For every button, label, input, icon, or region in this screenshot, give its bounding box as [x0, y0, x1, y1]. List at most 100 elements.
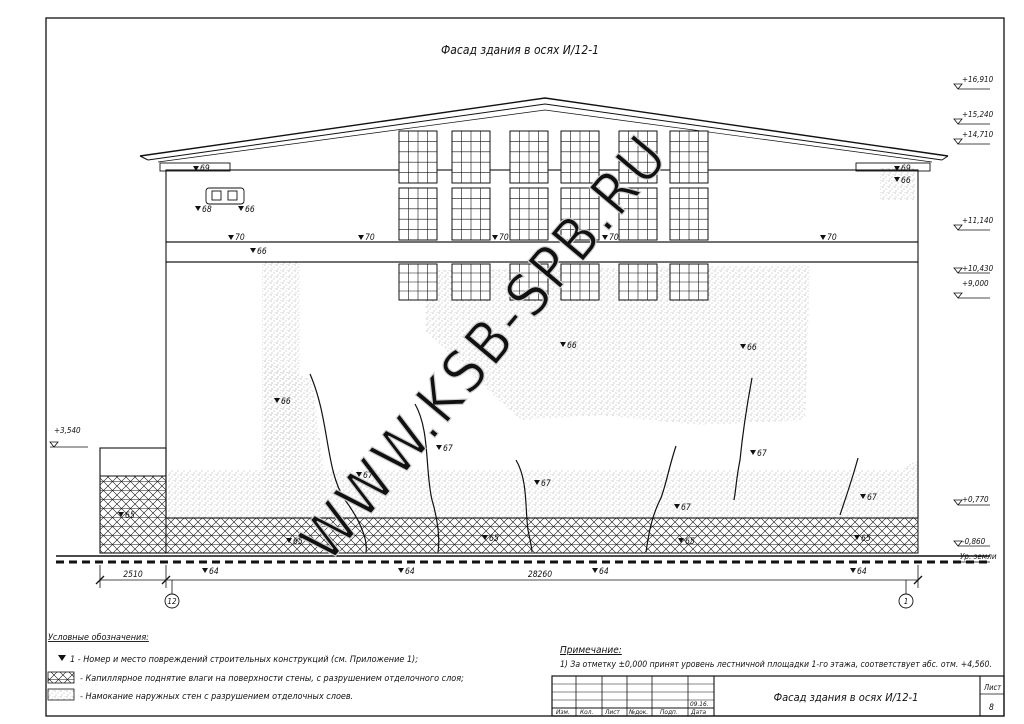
- marker-64-4: 64: [850, 567, 867, 577]
- svg-text:70: 70: [235, 233, 245, 243]
- elev-11140: +11,140: [962, 216, 994, 225]
- svg-text:65: 65: [861, 534, 871, 544]
- legend-dots-swatch: [47, 688, 75, 701]
- marker-67-1: 67: [356, 471, 373, 481]
- legend-marker-icon: [58, 655, 66, 661]
- axis-bubble-1: 1: [898, 593, 914, 609]
- svg-text:67: 67: [443, 444, 453, 454]
- tb-sheet-no: 8: [989, 703, 994, 713]
- axis-bubble-12: 12: [164, 593, 180, 609]
- svg-text:66: 66: [281, 397, 291, 407]
- elev-9000: +9,000: [962, 279, 989, 288]
- elev-15240: +15,240: [962, 110, 994, 119]
- marker-66-d: 66: [740, 343, 757, 353]
- svg-text:66: 66: [245, 205, 255, 215]
- damp-areas: [168, 168, 918, 520]
- marker-67-4: 67: [674, 503, 691, 513]
- tb-izm: Изм.: [556, 708, 570, 716]
- marker-70-2: 70: [358, 233, 375, 243]
- dim-2510: 2510: [123, 570, 143, 580]
- legend-item-3: - Намокание наружных стен с разрушением …: [80, 692, 353, 702]
- svg-text:70: 70: [827, 233, 837, 243]
- marker-66-r1: 66: [894, 176, 911, 186]
- damage-markers: 69 69 66 68 66 70 70 70 70 70 66 66 66 6…: [118, 164, 911, 577]
- svg-text:67: 67: [541, 479, 551, 489]
- dim-28260: 28260: [528, 570, 552, 580]
- svg-text:66: 66: [901, 176, 911, 186]
- marker-64-2: 64: [398, 567, 415, 577]
- title-block-labels: 09.16. Изм. Кол. Лист №док. Подп. Дата Ф…: [556, 683, 1002, 716]
- marker-65-5: 65: [854, 534, 871, 544]
- annex-hatch: [99, 475, 167, 554]
- tb-ndok: №док.: [628, 708, 648, 716]
- marker-65-3: 65: [482, 534, 499, 544]
- legend-heading: Условные обозначения:: [48, 633, 149, 643]
- note-text: 1) За отметку ±0,000 принят уровень лест…: [560, 660, 992, 670]
- tb-data: Дата: [690, 708, 707, 716]
- svg-text:64: 64: [405, 567, 415, 577]
- marker-67-3: 67: [534, 479, 551, 489]
- svg-text:65: 65: [125, 511, 135, 521]
- legend-hatch-swatch: [47, 671, 75, 684]
- svg-text:1: 1: [904, 597, 909, 606]
- marker-66-a: 66: [238, 205, 255, 215]
- marker-65-2: 65: [286, 537, 303, 547]
- svg-text:69: 69: [200, 164, 210, 174]
- marker-70-3: 70: [492, 233, 509, 243]
- elev-ground: Ур. земли: [960, 552, 997, 561]
- svg-text:66: 66: [747, 343, 757, 353]
- svg-text:66: 66: [257, 247, 267, 257]
- tb-list: Лист: [604, 708, 620, 716]
- tb-sheet-label: Лист: [983, 683, 1002, 692]
- marker-70-4: 70: [602, 233, 619, 243]
- marker-64-3: 64: [592, 567, 609, 577]
- roof: [139, 97, 949, 172]
- svg-text:70: 70: [499, 233, 509, 243]
- legend: Условные обозначения: 1 - Номер и место …: [47, 633, 464, 702]
- svg-text:70: 70: [609, 233, 619, 243]
- marker-67-2: 67: [436, 444, 453, 454]
- tb-podp: Подп.: [660, 708, 678, 716]
- svg-text:69: 69: [901, 164, 911, 174]
- marker-65-4: 65: [678, 537, 695, 547]
- svg-text:66: 66: [567, 341, 577, 351]
- svg-text:67: 67: [867, 493, 877, 503]
- drawing-title: Фасад здания в осях И/12-1: [441, 43, 599, 57]
- marker-64-1: 64: [202, 567, 219, 577]
- elevation-marks: +16,910 +15,240 +14,710 +11,140 +10,430 …: [49, 75, 997, 563]
- elev-0770: +0,770: [962, 495, 989, 504]
- svg-text:65: 65: [685, 537, 695, 547]
- sheet-frame: [45, 17, 1005, 717]
- note-heading: Примечание:: [560, 645, 622, 656]
- cracks: [309, 373, 859, 553]
- ground-line: [56, 555, 990, 564]
- elev-minus0860: -0,860: [962, 537, 986, 546]
- tb-sheet-title: Фасад здания в осях И/12-1: [774, 691, 919, 704]
- marker-70-5: 70: [820, 233, 837, 243]
- window-grid: [398, 130, 709, 301]
- marker-65-1: 65: [118, 511, 135, 521]
- elev-16910: +16,910: [962, 75, 994, 84]
- svg-text:70: 70: [365, 233, 375, 243]
- marker-66-c: 66: [560, 341, 577, 351]
- title-block: [551, 675, 1005, 717]
- marker-70-1: 70: [228, 233, 245, 243]
- svg-text:67: 67: [363, 471, 373, 481]
- svg-text:68: 68: [202, 205, 212, 215]
- marker-67-6: 67: [860, 493, 877, 503]
- elev-3540: +3,540: [54, 426, 81, 435]
- svg-text:64: 64: [599, 567, 609, 577]
- svg-text:67: 67: [681, 503, 691, 513]
- svg-text:64: 64: [857, 567, 867, 577]
- svg-text:64: 64: [209, 567, 219, 577]
- svg-text:65: 65: [293, 537, 303, 547]
- tb-kol: Кол.: [580, 708, 593, 716]
- marker-69-right: 69: [894, 164, 911, 174]
- marker-68: 68: [195, 205, 212, 215]
- marker-69-left: 69: [193, 164, 210, 174]
- legend-item-1: 1 - Номер и место повреждений строительн…: [70, 655, 418, 665]
- dimensions: [95, 565, 923, 594]
- elev-10430: +10,430: [962, 264, 994, 273]
- svg-text:67: 67: [757, 449, 767, 459]
